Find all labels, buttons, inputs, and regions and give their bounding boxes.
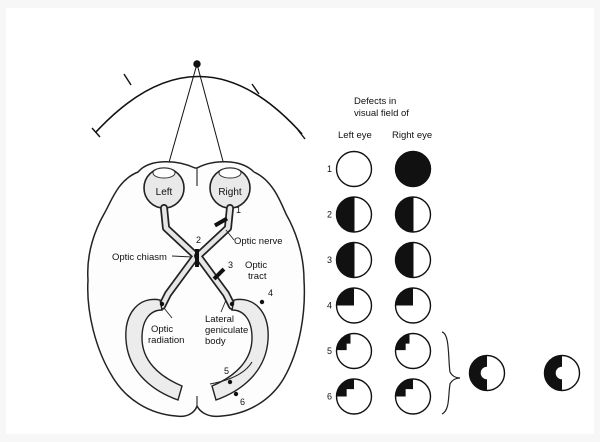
arc-tick-right-end xyxy=(297,129,306,140)
left-eye-label: Left xyxy=(156,187,173,198)
right-eye-field-1 xyxy=(394,150,432,188)
extra-field-right xyxy=(543,354,581,392)
optic-tract-label-line2: tract xyxy=(248,271,267,282)
lesion-number-4: 4 xyxy=(268,288,273,298)
lgn-label-line1: Lateral xyxy=(205,314,234,325)
arc-tick-left-end xyxy=(91,127,101,138)
defects-header-line1: Defects in xyxy=(354,96,396,107)
defect-row-number: 5 xyxy=(327,346,332,356)
left-eye-field-3 xyxy=(335,241,373,279)
optic-radiation-right xyxy=(211,298,269,401)
radiation-leader xyxy=(163,307,173,319)
defect-row-number: 6 xyxy=(327,392,332,402)
left-eye-lens xyxy=(152,167,176,179)
optic-tract-label-line1: Optic xyxy=(245,260,267,271)
ray-left-eye xyxy=(163,63,198,181)
visual-field-arc xyxy=(91,60,306,181)
ray-right-eye xyxy=(196,63,229,181)
defect-grid: 1 2 3 4 5 6 xyxy=(327,150,432,415)
field-arc-line xyxy=(95,75,303,135)
lesion-mark-3 xyxy=(212,267,226,281)
defects-header-line2: visual field of xyxy=(354,108,409,119)
lesion-mark-4 xyxy=(259,299,265,305)
optic-radiation-label-line2: radiation xyxy=(148,335,184,346)
lesion-number-6: 6 xyxy=(240,397,245,407)
defect-row-number: 1 xyxy=(327,164,332,174)
right-eye-lens xyxy=(218,167,242,179)
extra-fields xyxy=(468,354,581,392)
right-eye-field-4 xyxy=(394,287,432,324)
lesion-number-3: 3 xyxy=(228,260,233,270)
defect-row-number: 3 xyxy=(327,255,332,265)
left-eye-field-1 xyxy=(335,150,373,188)
right-eye-label: Right xyxy=(218,187,242,198)
lesion-number-5: 5 xyxy=(224,366,229,376)
optic-nerve-label: Optic nerve xyxy=(234,236,283,247)
defect-row-number: 4 xyxy=(327,301,332,311)
figure-background xyxy=(6,8,594,434)
lesion-mark-5 xyxy=(227,379,233,385)
left-eye-column-label: Left eye xyxy=(338,130,372,141)
optic-radiation-left xyxy=(125,298,183,401)
lesion-number-1: 1 xyxy=(236,205,241,215)
lesion-mark-1 xyxy=(213,216,229,228)
left-eye-field-4 xyxy=(335,287,373,324)
right-eye-field-6 xyxy=(394,378,432,415)
leader-lines xyxy=(163,229,235,319)
lesion-mark-2 xyxy=(195,249,199,267)
arc-tick-left xyxy=(123,73,132,86)
optic-radiation-label-line1: Optic xyxy=(151,324,173,335)
lgn-label-line2: geniculate xyxy=(205,325,248,336)
lgn-leader xyxy=(220,299,227,313)
meyer-loop-line xyxy=(209,361,253,385)
arc-tick-right xyxy=(251,83,260,95)
left-lgn-dot xyxy=(159,301,165,307)
right-eye-field-2 xyxy=(394,196,432,233)
right-eye-field-5 xyxy=(394,332,432,370)
extra-field-left xyxy=(468,354,506,392)
optic-nerve-leader xyxy=(225,229,235,241)
left-eye-field-2 xyxy=(335,196,373,233)
right-lgn-dot xyxy=(229,301,235,307)
left-eye-field-6 xyxy=(335,378,373,415)
lesion-marks xyxy=(195,216,265,397)
lesion-number-2: 2 xyxy=(196,235,201,245)
defect-row-number: 2 xyxy=(327,210,332,220)
right-eye-column-label: Right eye xyxy=(392,130,432,141)
lesion-mark-6 xyxy=(233,391,239,397)
brace xyxy=(441,331,461,415)
optic-chiasm-label: Optic chiasm xyxy=(112,252,167,263)
right-eyeball xyxy=(209,167,251,209)
lgn-label-line3: body xyxy=(205,336,226,347)
left-eye-field-5 xyxy=(335,332,373,370)
right-eye-field-3 xyxy=(394,241,432,279)
chiasm-leader xyxy=(171,255,193,258)
